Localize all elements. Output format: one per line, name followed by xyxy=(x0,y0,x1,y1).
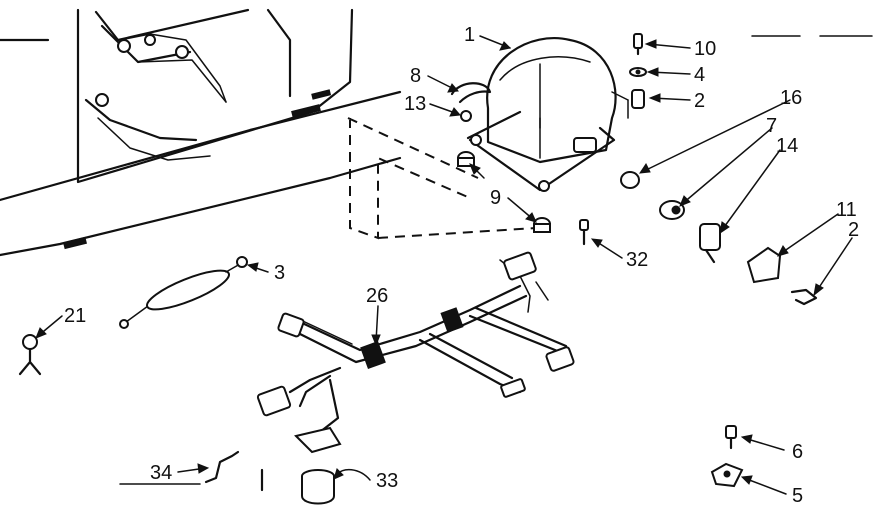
callout-14: 14 xyxy=(776,135,798,157)
callout-34: 34 xyxy=(150,462,172,484)
callout-8: 8 xyxy=(410,65,421,87)
callout-32: 32 xyxy=(626,249,648,271)
bolt-washer-spacer xyxy=(629,33,647,109)
callout-4: 4 xyxy=(694,64,705,86)
compressor xyxy=(466,37,629,192)
cover-part xyxy=(746,246,782,284)
mounting-guide-dashed xyxy=(347,117,537,240)
callout-3: 3 xyxy=(274,262,285,284)
screw-part xyxy=(579,219,589,246)
callout-11: 11 xyxy=(836,199,857,221)
washer-part xyxy=(460,110,472,122)
callout-6: 6 xyxy=(792,441,803,463)
callout-2a: 2 xyxy=(694,90,705,112)
callout-16: 16 xyxy=(780,87,802,109)
bracket-part xyxy=(790,288,818,306)
grommet-parts xyxy=(457,151,551,233)
callout-33: 33 xyxy=(376,470,398,492)
capacitor-part xyxy=(301,469,335,505)
leader-lines xyxy=(35,35,853,495)
bolt-and-clamp xyxy=(710,425,744,488)
callout-2b: 2 xyxy=(848,219,859,241)
callout-9: 9 xyxy=(490,187,501,209)
callout-7: 7 xyxy=(766,115,777,137)
wiring-harness xyxy=(256,251,575,454)
clip-part xyxy=(450,82,492,104)
callout-13: 13 xyxy=(404,93,426,115)
cabinet-base xyxy=(0,8,402,257)
electrical-parts xyxy=(620,171,721,264)
fastener-part xyxy=(18,334,42,376)
callout-1: 1 xyxy=(464,24,475,46)
callout-10: 10 xyxy=(694,38,716,60)
callout-26: 26 xyxy=(366,285,388,307)
drier-part xyxy=(119,256,248,329)
callout-21: 21 xyxy=(64,305,86,327)
bracket-34-part xyxy=(204,450,240,484)
callout-5: 5 xyxy=(792,485,803,507)
callout-labels: 1 10 8 4 13 2 16 7 14 9 11 2 32 3 26 21 … xyxy=(64,24,859,507)
